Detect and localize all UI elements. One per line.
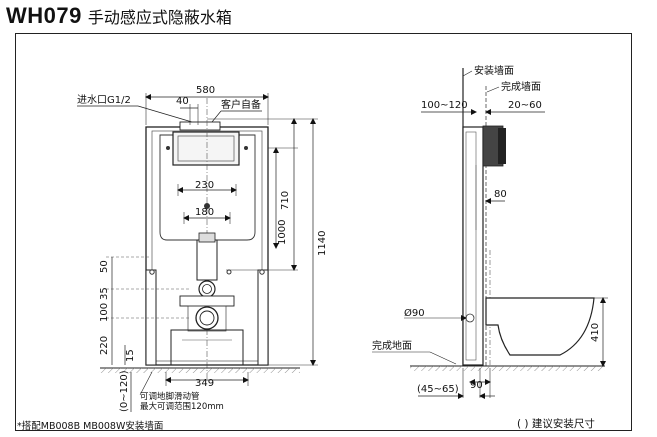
install-wall-label: 安装墙面 bbox=[474, 64, 514, 77]
wc-bowl bbox=[485, 297, 595, 356]
front-view: 580 40 进水口G1/2 客户自备 230 180 710 1000 bbox=[77, 85, 328, 412]
dim-100: 100 bbox=[99, 303, 110, 322]
dim-20-60: 20~60 bbox=[508, 100, 542, 111]
dim-230: 230 bbox=[195, 180, 214, 191]
dim-40: 40 bbox=[176, 96, 189, 107]
model-code: WH079 bbox=[6, 3, 82, 28]
product-name: 手动感应式隐蔽水箱 bbox=[87, 8, 232, 27]
cistern-body bbox=[159, 134, 256, 241]
dim-100-120: 100~120 bbox=[421, 100, 468, 111]
dim-0-120: (0~120) bbox=[119, 370, 130, 412]
inlet-label: 进水口G1/2 bbox=[77, 94, 131, 106]
dim-349: 349 bbox=[195, 378, 214, 389]
recommended-size-note: ( ) 建议安装尺寸 bbox=[517, 418, 595, 430]
dim-90: 90 bbox=[470, 380, 483, 391]
frame-side bbox=[462, 126, 484, 366]
finished-wall-label: 完成墙面 bbox=[501, 80, 541, 93]
foot-note-1: 可调地脚滑动管 bbox=[140, 391, 200, 402]
dim-180: 180 bbox=[195, 207, 214, 218]
dim-50: 50 bbox=[99, 260, 110, 273]
compatibility-note: *搭配MB008B MB008W安装墙面 bbox=[17, 421, 164, 432]
dim-45-65: (45~65) bbox=[417, 384, 459, 395]
dim-15: 15 bbox=[125, 349, 136, 362]
dim-35: 35 bbox=[99, 287, 110, 300]
dim-580: 580 bbox=[196, 85, 215, 96]
finished-floor-label: 完成地面 bbox=[372, 339, 412, 352]
flush-plate bbox=[172, 131, 240, 166]
foot-note-2: 最大可调范围120mm bbox=[140, 401, 224, 412]
dim-1000: 1000 bbox=[277, 220, 288, 245]
side-view: 安装墙面 完成墙面 100~120 20~60 80 Ø90 完成地面 410 … bbox=[372, 64, 608, 399]
dim-220: 220 bbox=[99, 336, 110, 355]
customer-supplied-label: 客户自备 bbox=[221, 98, 261, 111]
dim-710: 710 bbox=[280, 191, 291, 210]
drawing-frame bbox=[15, 33, 632, 431]
page-title: WH079 手动感应式隐蔽水箱 bbox=[6, 3, 232, 29]
dim-410: 410 bbox=[590, 323, 601, 342]
pipe-diameter-label: Ø90 bbox=[404, 307, 425, 319]
dim-80: 80 bbox=[494, 189, 507, 200]
dim-1140: 1140 bbox=[317, 231, 328, 256]
